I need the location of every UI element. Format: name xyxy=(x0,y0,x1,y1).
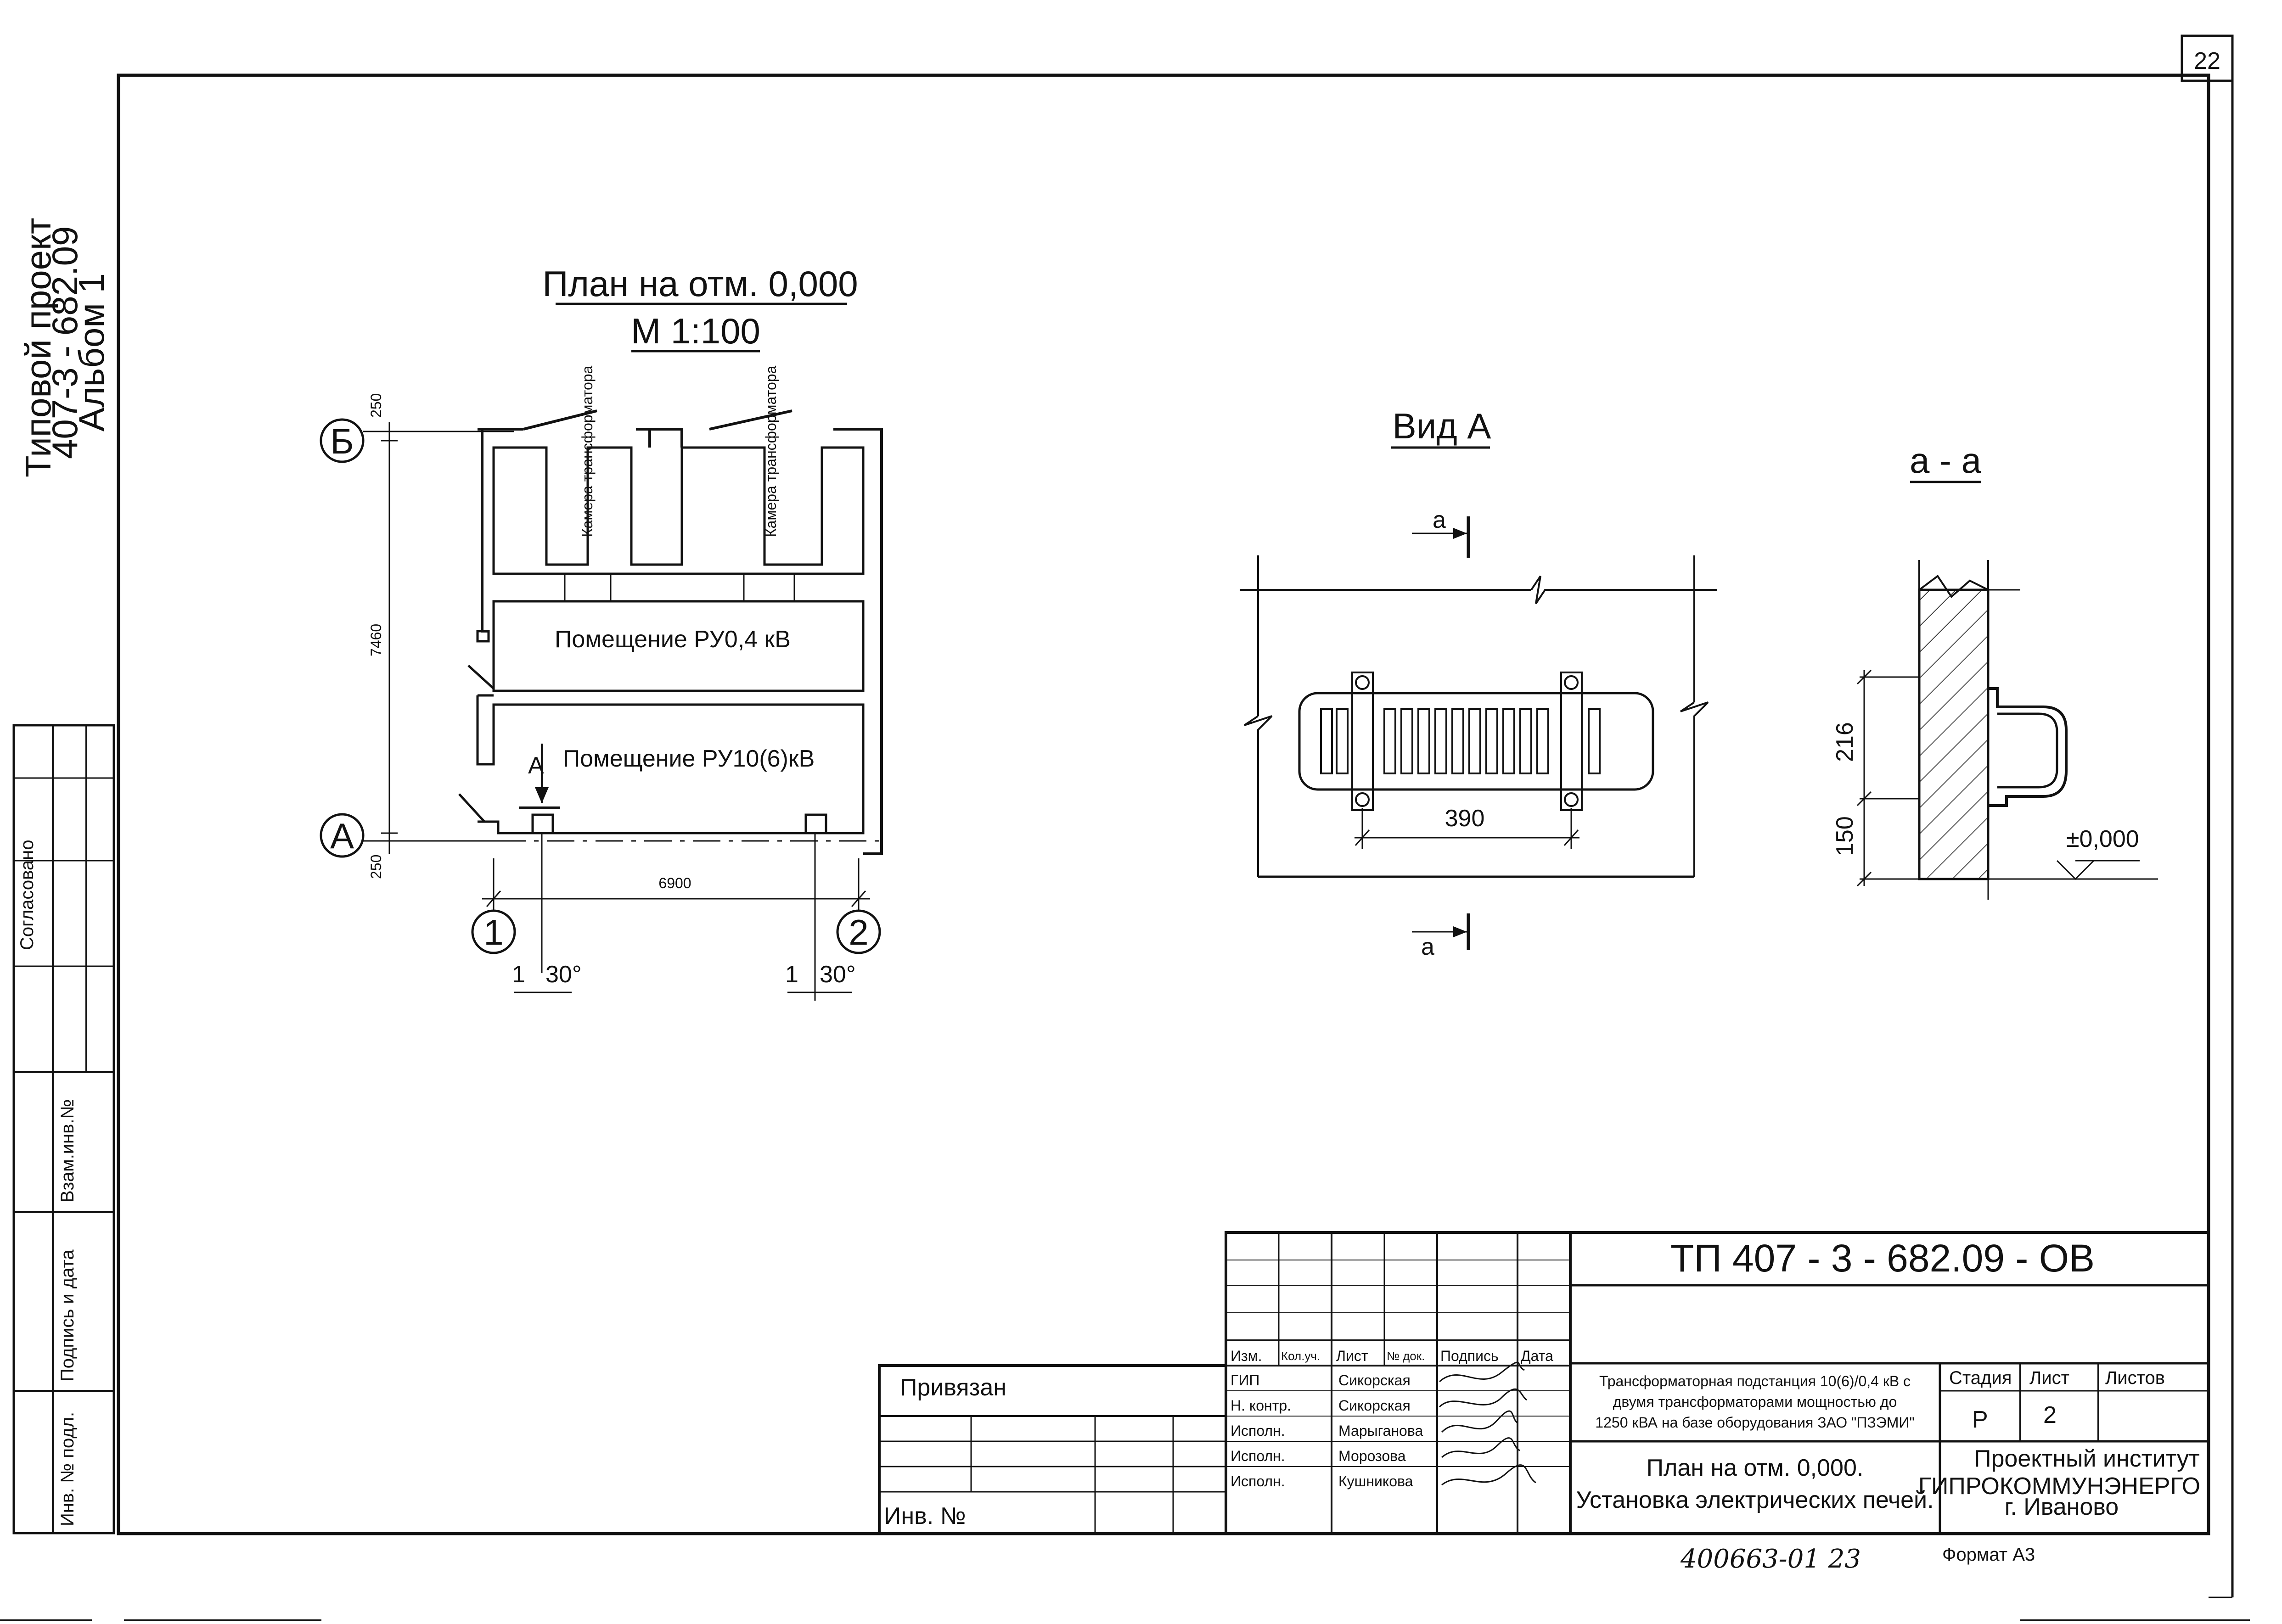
inv-podl-label: Инв. № подл. xyxy=(57,1412,78,1526)
heater-slots xyxy=(1320,708,1601,774)
signatures xyxy=(1439,1361,1536,1486)
role-1-name: Сикорская xyxy=(1338,1372,1411,1389)
slope-1-b: 30° xyxy=(545,961,582,988)
slope-2-b: 30° xyxy=(820,961,856,988)
title-block: Изм. Кол.уч. Лист № док. Подпись Дата ГИ… xyxy=(878,1231,2210,1574)
drawing-title-2: Установка электрических печей. xyxy=(1576,1487,1934,1513)
project-desc-3: 1250 кВА на базе оборудования ЗАО "ПЗЭМИ… xyxy=(1595,1414,1914,1431)
org-line-3: г. Иваново xyxy=(2005,1494,2119,1520)
header-podpis: Подпись xyxy=(1440,1348,1499,1364)
stage-value: Р xyxy=(1972,1406,1988,1433)
section-dim-upper: 216 xyxy=(1832,722,1858,762)
wall-section xyxy=(1918,588,1990,880)
project-desc-2: двумя трансформаторами мощностью до xyxy=(1613,1394,1897,1410)
inv-no-label: Инв. № xyxy=(884,1503,966,1529)
axis-1-label: 1 xyxy=(483,912,503,952)
role-2-name: Сикорская xyxy=(1338,1397,1411,1414)
podpis-data-label: Подпись и дата xyxy=(57,1249,78,1382)
project-line-3: Альбом 1 xyxy=(71,273,112,431)
agreed-label: Согласовано xyxy=(17,840,37,950)
view-a-marker: А xyxy=(528,752,544,779)
sheet-number: 22 xyxy=(2194,48,2220,74)
format-label: Формат А3 xyxy=(1942,1545,2035,1565)
role-4-name: Морозова xyxy=(1338,1448,1406,1464)
axis-2-label: 2 xyxy=(849,912,868,952)
section-level: ±0,000 xyxy=(2066,826,2139,852)
role-5: Исполн. xyxy=(1231,1473,1285,1490)
left-margin: Типовой проект 407-3 - 682.09 Альбом 1 С… xyxy=(12,218,115,1534)
view-a-dim-width: 390 xyxy=(1445,805,1485,832)
section-aa-title: а - а xyxy=(1910,440,1982,481)
role-3: Исполн. xyxy=(1231,1422,1285,1439)
header-data: Дата xyxy=(1521,1348,1553,1364)
sheet-value: 2 xyxy=(2043,1402,2057,1428)
role-2: Н. контр. xyxy=(1231,1397,1291,1414)
header-izm: Изм. xyxy=(1231,1348,1262,1364)
drawing-title-1: План на отм. 0,000. xyxy=(1647,1455,1864,1481)
section-dim-lower: 150 xyxy=(1832,816,1858,856)
document-code: ТП 407 - 3 - 682.09 - ОВ xyxy=(1670,1237,2095,1280)
room-transformer-1: Камера трансформатора xyxy=(579,365,596,537)
slope-2-a: 1 xyxy=(785,961,798,988)
axis-a-label: А xyxy=(330,816,354,856)
org-line-2: ГИПРОКОММУНЭНЕРГО xyxy=(1918,1473,2200,1500)
plan-scale: М 1:100 xyxy=(631,311,760,351)
project-line-2: 407-3 - 682.09 xyxy=(45,226,85,459)
room-transformer-2: Камера трансформатора xyxy=(763,365,779,537)
axis-b-bubble xyxy=(320,418,365,463)
room-ru04: Помещение РУ0,4 кВ xyxy=(555,626,791,653)
attached-label: Привязан xyxy=(900,1374,1006,1401)
dim-height: 7460 xyxy=(368,624,384,656)
dim-width: 6900 xyxy=(658,875,691,891)
view-a-title: Вид А xyxy=(1393,406,1491,446)
header-kol-uch: Кол.уч. xyxy=(1281,1349,1320,1363)
vzam-inv-label: Взам.инв.№ xyxy=(57,1099,78,1203)
cut-bottom-label: а xyxy=(1421,934,1434,960)
project-desc-1: Трансформаторная подстанция 10(6)/0,4 кВ… xyxy=(1599,1373,1911,1389)
dim-bottom-offset: 250 xyxy=(368,855,384,879)
room-ru10: Помещение РУ10(6)кВ xyxy=(563,745,815,772)
header-doc-no: № док. xyxy=(1387,1349,1425,1363)
axis-b-label: Б xyxy=(330,421,354,461)
dim-top-offset: 250 xyxy=(368,393,384,418)
view-a: Вид А а xyxy=(1240,406,1717,960)
sheets-label: Листов xyxy=(2105,1368,2165,1388)
org-line-1: Проектный институт xyxy=(1974,1445,2200,1472)
header-list: Лист xyxy=(1336,1348,1368,1364)
role-4: Исполн. xyxy=(1231,1448,1285,1464)
project-line-1: Типовой проект xyxy=(18,218,58,477)
axis-a-bubble xyxy=(320,813,365,858)
cut-top-label: а xyxy=(1433,507,1446,533)
slope-1-a: 1 xyxy=(512,961,525,988)
section-aa: а - а 216 150 ±0,000 xyxy=(1832,440,2158,900)
stage-label: Стадия xyxy=(1949,1368,2012,1388)
floor-plan: План на отм. 0,000 М 1:100 Б А 1 2 250 7… xyxy=(320,263,883,1001)
role-3-name: Марыганова xyxy=(1338,1422,1423,1439)
role-5-name: Кушникова xyxy=(1338,1473,1413,1490)
role-1: ГИП xyxy=(1231,1372,1259,1389)
handwritten-number: 400663-01 23 xyxy=(1680,1544,1861,1574)
sheet-label: Лист xyxy=(2029,1368,2069,1388)
plan-title: План на отм. 0,000 xyxy=(542,263,858,304)
